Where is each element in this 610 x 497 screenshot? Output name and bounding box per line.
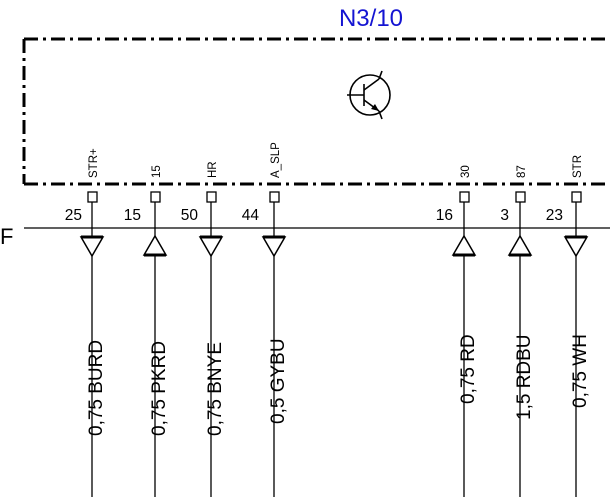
arrow-up-icon <box>507 234 533 256</box>
pin-label: HR <box>207 161 219 178</box>
connection-30: 30 16 0,75 RD <box>436 165 479 497</box>
connection-hr: HR 44 0,75 BNYE <box>198 161 260 497</box>
pin-label: STR <box>572 155 584 178</box>
arrow-up-icon <box>142 234 168 256</box>
terminal-number: 3 <box>500 207 509 224</box>
terminal-number: 23 <box>546 207 563 224</box>
module-boundary <box>22 37 610 186</box>
terminal-number: 16 <box>436 207 453 224</box>
arrow-down-icon <box>79 236 105 258</box>
wire-label: 0,75 PKRD <box>149 341 170 436</box>
arrow-up-icon <box>451 234 477 256</box>
wire-label: 0,75 WH <box>570 334 591 408</box>
pin-label: 15 <box>151 165 163 178</box>
terminal-number: 44 <box>242 207 260 224</box>
transistor-icon <box>347 70 391 120</box>
pin-label: 87 <box>516 165 528 178</box>
connection-str-plus: STR+ 25 15 0,75 BURD <box>65 148 141 497</box>
connection-87: 87 3 1,5 RDBU <box>500 165 535 497</box>
wire-label: 1,5 RDBU <box>514 334 535 420</box>
arrow-down-icon <box>261 236 287 258</box>
pin-label: A_SLP <box>270 142 282 178</box>
arrow-down-icon <box>563 236 589 258</box>
wire-label: 0,75 BURD <box>86 340 107 436</box>
row-label: F <box>0 224 13 249</box>
wire-label: 0,75 BNYE <box>205 342 226 436</box>
connection-str: STR 23 0,75 WH <box>546 155 591 497</box>
wire-label: 0,5 GYBU <box>268 338 289 424</box>
terminal-number: 50 <box>181 207 199 224</box>
arrow-down-icon <box>198 236 224 258</box>
pin-label: STR+ <box>88 148 100 178</box>
terminal-number: 25 <box>65 207 82 224</box>
component-title: N3/10 <box>339 5 403 32</box>
connection-15: 15 50 0,75 PKRD <box>142 165 199 497</box>
pin-label: 30 <box>460 165 472 178</box>
wire-label: 0,75 RD <box>458 334 479 404</box>
connection-a-slp: A_SLP 0,5 GYBU <box>261 142 289 497</box>
splice-number: 15 <box>124 207 141 224</box>
